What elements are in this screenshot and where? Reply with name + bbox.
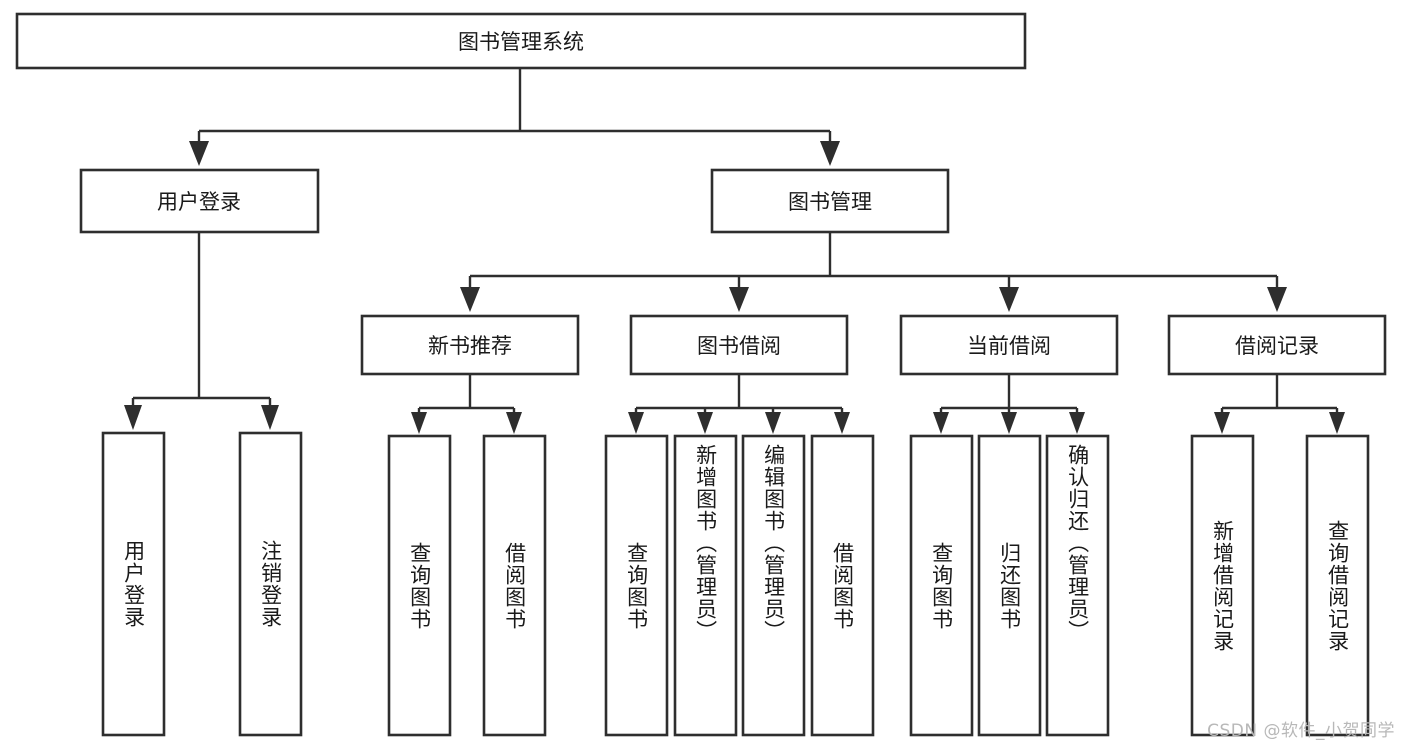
connector-group-borrow-record bbox=[1214, 374, 1345, 434]
node-new-book-recommend-box[interactable] bbox=[360, 314, 580, 376]
node-book-borrow-box[interactable] bbox=[629, 314, 849, 376]
connector-group-current-borrow bbox=[933, 374, 1085, 434]
arrow-head-leaf-query-book-1 bbox=[411, 412, 427, 434]
node-borrow-record-box[interactable] bbox=[1167, 314, 1387, 376]
leaf-query-book-2-box[interactable] bbox=[604, 434, 669, 737]
arrow-head-leaf-return-book bbox=[1001, 412, 1017, 434]
leaf-boxes-borrow-record bbox=[1190, 434, 1370, 737]
leaf-query-book-1-box[interactable] bbox=[387, 434, 452, 737]
node-book-borrow[interactable]: 图书借阅 bbox=[629, 314, 849, 376]
leaf-boxes-user-login bbox=[101, 431, 303, 737]
leaf-borrow-book-1-box[interactable] bbox=[482, 434, 547, 737]
node-current-borrow[interactable]: 当前借阅 bbox=[899, 314, 1119, 376]
leaf-borrow-book-2-box[interactable] bbox=[810, 434, 875, 737]
node-new-book-recommend-label: 新书推荐 bbox=[428, 334, 512, 358]
node-root-label: 图书管理系统 bbox=[458, 30, 584, 54]
node-new-book-recommend[interactable]: 新书推荐 bbox=[360, 314, 580, 376]
arrow-head-user-login bbox=[189, 141, 209, 166]
node-book-management-label: 图书管理 bbox=[788, 190, 872, 214]
node-user-login[interactable]: 用户登录 bbox=[79, 168, 320, 234]
connector-group-root bbox=[189, 68, 840, 166]
leaf-boxes-current-borrow bbox=[909, 434, 1110, 737]
arrow-head-book-borrow bbox=[729, 287, 749, 312]
leaf-logout-login-box[interactable] bbox=[238, 431, 303, 737]
leaf-query-book-3-box[interactable] bbox=[909, 434, 974, 737]
leaf-boxes-book-borrow bbox=[604, 434, 875, 737]
arrow-head-leaf-borrow-book-1 bbox=[506, 412, 522, 434]
leaf-query-record-box[interactable] bbox=[1305, 434, 1370, 737]
arrow-head-leaf-logout-login bbox=[261, 405, 279, 430]
connector-group-book-management bbox=[460, 232, 1287, 312]
arrow-head-borrow-record bbox=[1267, 287, 1287, 312]
leaf-user-login-box[interactable] bbox=[101, 431, 166, 737]
node-user-login-box[interactable] bbox=[79, 168, 320, 234]
node-root[interactable]: 图书管理系统 bbox=[15, 12, 1027, 70]
node-borrow-record-label: 借阅记录 bbox=[1235, 334, 1319, 358]
connector-group-user-login bbox=[124, 232, 279, 430]
node-user-login-label: 用户登录 bbox=[157, 190, 241, 214]
connector-group-new-book-recommend bbox=[411, 374, 522, 434]
node-root-box[interactable] bbox=[15, 12, 1027, 70]
arrow-head-leaf-query-book-3 bbox=[933, 412, 949, 434]
leaf-confirm-return-box[interactable] bbox=[1045, 434, 1110, 737]
arrow-head-leaf-edit-book bbox=[765, 412, 781, 434]
leaf-add-book-box[interactable] bbox=[673, 434, 738, 737]
node-book-management-box[interactable] bbox=[710, 168, 950, 234]
node-book-management[interactable]: 图书管理 bbox=[710, 168, 950, 234]
connector-group-book-borrow bbox=[628, 374, 850, 434]
arrow-head-new-book-recommend bbox=[460, 287, 480, 312]
leaf-add-record-box[interactable] bbox=[1190, 434, 1255, 737]
leaf-return-book-box[interactable] bbox=[977, 434, 1042, 737]
node-current-borrow-box[interactable] bbox=[899, 314, 1119, 376]
arrow-head-leaf-user-login bbox=[124, 405, 142, 430]
watermark-text: CSDN @软件_小贺同学 bbox=[1207, 721, 1395, 741]
arrow-head-book-management bbox=[820, 141, 840, 166]
node-borrow-record[interactable]: 借阅记录 bbox=[1167, 314, 1387, 376]
arrow-head-leaf-add-record bbox=[1214, 412, 1230, 434]
leaf-boxes-new-book-recommend bbox=[387, 434, 547, 737]
arrow-head-current-borrow bbox=[999, 287, 1019, 312]
arrow-head-leaf-query-book-2 bbox=[628, 412, 644, 434]
leaf-edit-book-box[interactable] bbox=[741, 434, 806, 737]
node-current-borrow-label: 当前借阅 bbox=[967, 334, 1051, 358]
arrow-head-leaf-confirm-return bbox=[1069, 412, 1085, 434]
node-book-borrow-label: 图书借阅 bbox=[697, 334, 781, 358]
arrow-head-leaf-borrow-book-2 bbox=[834, 412, 850, 434]
arrow-head-leaf-add-book bbox=[697, 412, 713, 434]
arrow-head-leaf-query-record bbox=[1329, 412, 1345, 434]
